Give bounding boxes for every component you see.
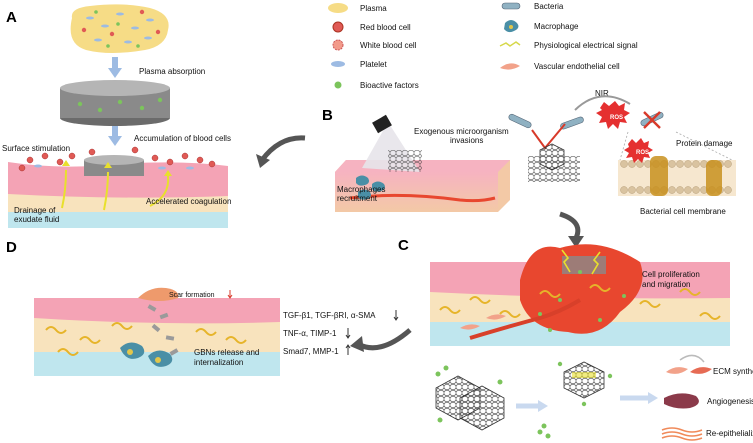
smad-label: Smad7, MMP-1	[283, 347, 339, 356]
panel-label-d: D	[6, 239, 17, 256]
tgf-label: TGF-β1, TGF-βRI, α-SMA	[283, 311, 376, 320]
reepithelialization-icon	[661, 427, 703, 441]
tnf-label: TNF-α, TIMP-1	[283, 329, 337, 338]
legend-bacteria: Bacteria	[534, 2, 564, 11]
bioactive-factor-icon	[334, 81, 342, 89]
ros-burst-2	[624, 138, 653, 163]
legend-plasma: Plasma	[360, 4, 387, 13]
scar-label: Scar formation	[169, 292, 215, 299]
drainage-label-2: exudate fluid	[14, 215, 59, 224]
bacterium-1	[508, 113, 532, 129]
legend-macrophage: Macrophage	[534, 22, 579, 31]
white-blood-cell-icon	[332, 39, 344, 51]
arrow-down-1	[108, 68, 122, 78]
endothelial-cell-icon	[500, 63, 520, 70]
legend-electrical: Physiological electrical signal	[534, 41, 638, 50]
arrow-c-to-d	[356, 328, 412, 351]
sponge-top	[60, 80, 170, 96]
angiogenesis-icon	[664, 393, 699, 409]
legend-wbc: White blood cell	[360, 41, 417, 50]
dermis-a	[8, 212, 228, 228]
scar-tissue	[138, 287, 179, 301]
panel-d: Scar formation GBNs release and internal…	[34, 287, 399, 376]
red-blood-cell-icon	[332, 21, 344, 33]
red-cross	[643, 111, 661, 129]
epidermis-d	[34, 298, 280, 324]
ecm-label: ECM synthesis	[713, 367, 753, 376]
graphene-sheet-c2	[563, 361, 605, 399]
ros-burst-1	[596, 101, 630, 129]
accelerated-coagulation-label: Accelerated coagulation	[146, 197, 231, 206]
arrow-down-2	[108, 136, 122, 146]
panel-c: Cell proliferation and migration ECM syn…	[430, 244, 753, 441]
ecm-cell-icon	[666, 367, 688, 374]
drainage-label-1: Drainage of	[14, 206, 56, 215]
gbns-release-label-1: GBNs release and	[194, 348, 259, 357]
panel-label-a: A	[6, 9, 17, 26]
legend-endothelial: Vascular endothelial cell	[534, 62, 620, 71]
exogenous-label-1: Exogenous microorganism	[414, 127, 509, 136]
electrical-signal-icon	[499, 41, 521, 47]
accumulation-label: Accumulation of blood cells	[134, 134, 231, 143]
panel-label-c: C	[398, 237, 409, 254]
nir-label: NIR	[595, 89, 609, 98]
bacterium-2	[560, 116, 584, 130]
legend-rbc: Red blood cell	[360, 23, 411, 32]
exogenous-label-2: invasions	[450, 136, 483, 145]
arrow-a-to-b	[260, 135, 306, 162]
plasma-absorption-label: Plasma absorption	[139, 67, 205, 76]
legend-platelet: Platelet	[360, 60, 387, 69]
gbns-release-label-2: internalization	[194, 358, 243, 367]
plasma-icon	[328, 3, 348, 13]
surface-stimulation-label: Surface stimulation	[2, 144, 70, 153]
legend-bioactive: Bioactive factors	[360, 81, 419, 90]
wound-area	[520, 244, 643, 334]
macrophages-label-1: Macrophages	[337, 185, 385, 194]
proliferation-label-1: Cell proliferation	[642, 270, 700, 279]
nir-arrow	[574, 95, 631, 111]
macrophages-label-2: recruitment	[337, 194, 378, 203]
panel-a: Plasma absorption Accumulation of blood …	[2, 4, 231, 228]
protein-damage-label: Protein damage	[676, 139, 733, 148]
red-check	[531, 123, 566, 150]
membrane-protein	[650, 156, 668, 196]
proliferation-label-2: and migration	[642, 280, 690, 289]
bacteria-icon	[501, 2, 521, 10]
panel-b: Macrophages recruitment Exogenous microo…	[335, 89, 736, 216]
membrane-label: Bacterial cell membrane	[640, 207, 726, 216]
nir-lamp	[372, 114, 392, 134]
reepithelialization-label: Re-epithelialization	[706, 429, 753, 438]
platelet-icon	[331, 61, 345, 67]
ros-label-1: ROS	[610, 115, 623, 121]
legend: Plasma Red blood cell White blood cell P…	[328, 2, 638, 90]
angiogenesis-label: Angiogenesis	[707, 397, 753, 406]
panel-label-b: B	[322, 107, 333, 124]
epidermis-a	[8, 162, 228, 198]
ros-label-2: ROS	[636, 150, 649, 156]
